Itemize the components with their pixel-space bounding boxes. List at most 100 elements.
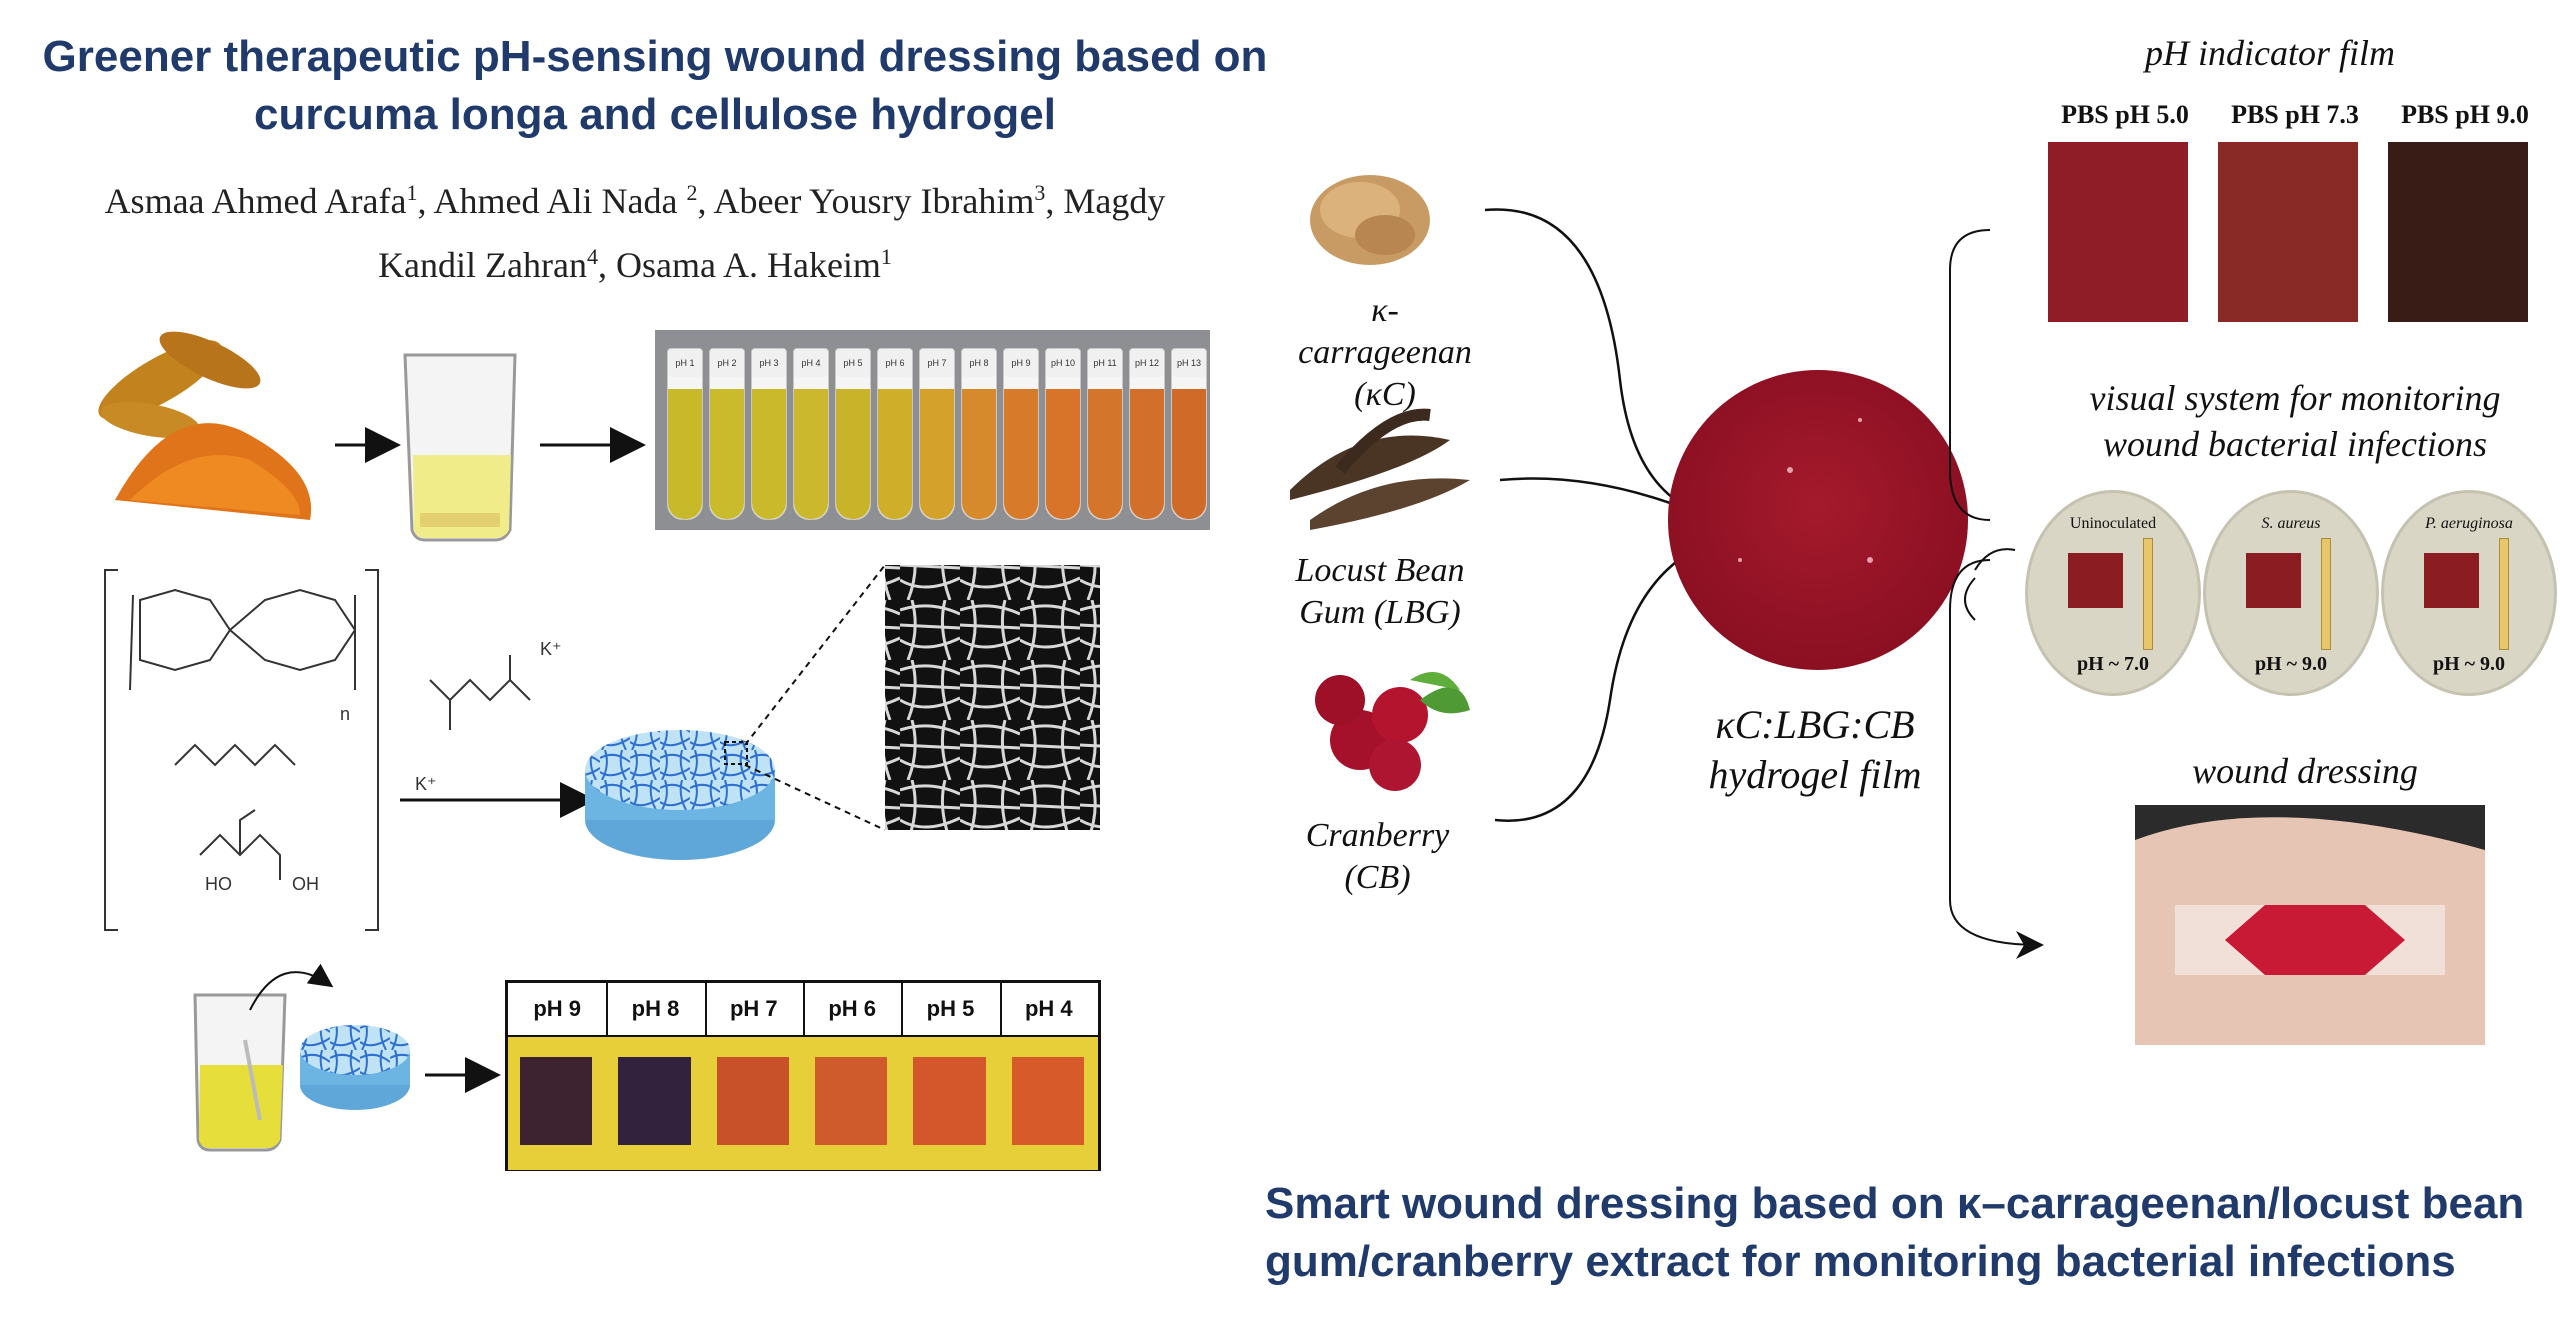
locust-bean-image [1290, 408, 1470, 530]
author-separator: , [597, 245, 616, 285]
test-tube-liquid [710, 389, 744, 519]
test-tube: pH 1 [667, 348, 703, 520]
test-tube-liquid [794, 389, 828, 519]
ph-strip-swatch [913, 1057, 986, 1145]
ph-strip-cell [508, 1035, 609, 1170]
ph-indicator-label: PBS pH 9.0 [2401, 100, 2529, 129]
test-tube: pH 3 [751, 348, 787, 520]
label-ho: HO [205, 874, 232, 894]
author-affiliation: 3 [1034, 180, 1046, 205]
petri-dish-indicator-strip [2321, 538, 2331, 650]
test-tube: pH 5 [835, 348, 871, 520]
petri-dish-label: P. aeruginosa [2425, 515, 2513, 532]
test-tube-label: pH 2 [710, 349, 744, 377]
ph-strip-cell [901, 1035, 1002, 1170]
ph-indicator-label: PBS pH 5.0 [2061, 100, 2189, 129]
turmeric-image [98, 331, 312, 520]
test-tube-label: pH 7 [920, 349, 954, 377]
petri-dish-row: Uninoculated pH ~ 7.0 S. aureus pH ~ 9.0 P. … [2025, 490, 2560, 700]
cranberry-label: Cranberry (CB) [1305, 817, 1450, 896]
test-tube-label: pH 5 [836, 349, 870, 377]
author-separator: , [417, 181, 434, 221]
ph-strip-label: pH 8 [606, 983, 707, 1035]
author-affiliation: 2 [686, 180, 698, 205]
test-tube-label: pH 12 [1130, 349, 1164, 377]
label-oh: OH [292, 874, 319, 894]
ph-strip-label: pH 5 [901, 983, 1002, 1035]
test-tube-liquid [752, 389, 786, 519]
petri-dish-ph: pH ~ 9.0 [2254, 653, 2328, 675]
ph-strip-label: pH 7 [705, 983, 805, 1035]
petri-dish-film [2068, 553, 2123, 608]
test-tube: pH 11 [1087, 348, 1123, 520]
test-tube-liquid [1088, 389, 1122, 519]
test-tube: pH 2 [709, 348, 745, 520]
author-separator: , [697, 181, 714, 221]
visual-system-title: visual system for monitoring wound bacte… [2089, 378, 2501, 464]
petri-dish-label: Uninoculated [2069, 515, 2157, 532]
beaker-curcumin-solution [403, 353, 517, 542]
left-diagram-graphics: n HO OH K⁺ K⁺ [98, 331, 1100, 1152]
petri-dish-label: S. aureus [2261, 515, 2321, 532]
author-affiliation: 1 [406, 180, 418, 205]
test-tube-label: pH 9 [1004, 349, 1038, 377]
ph-strip-swatch [815, 1057, 888, 1145]
ph-strip-cell [606, 1035, 707, 1170]
author-name: Magdy Kandil Zahran [378, 181, 1166, 285]
author-list: Asmaa Ahmed Arafa1, Ahmed Ali Nada 2, Ab… [60, 165, 1210, 293]
test-tube-label: pH 11 [1088, 349, 1122, 377]
test-tube-label: pH 10 [1046, 349, 1080, 377]
test-tube-label: pH 6 [878, 349, 912, 377]
author-name: Ahmed Ali Nada [433, 181, 687, 221]
cranberry-image [1315, 672, 1470, 791]
test-tube: pH 8 [961, 348, 997, 520]
right-diagram-graphics [1290, 175, 2485, 1045]
ph-strip-swatch [618, 1057, 691, 1145]
test-tube-liquid [1130, 389, 1164, 519]
test-tube: pH 13 [1171, 348, 1207, 520]
hydrogel-disc [585, 730, 775, 860]
test-tube-label: pH 3 [752, 349, 786, 377]
left-paper-title: Greener therapeutic pH-sensing wound dre… [42, 32, 1268, 139]
author-separator: , [1045, 181, 1064, 221]
test-tube-liquid [836, 389, 870, 519]
ph-indicator-swatch [2048, 142, 2188, 322]
test-tube-liquid [962, 389, 996, 519]
ph-indicator-swatch [2388, 142, 2528, 322]
petri-dish-ph: pH ~ 9.0 [2432, 653, 2506, 675]
beaker-with-hydrogel [193, 963, 410, 1152]
author-affiliation: 4 [586, 244, 598, 269]
subscript-n: n [340, 704, 350, 724]
ph-strip-label: pH 4 [1024, 996, 1073, 1021]
petri-dish: Uninoculated pH ~ 7.0 [2025, 490, 2201, 696]
test-tube-row: pH 1 pH 2 pH 3 pH 4 pH 5 pH 6 pH 7 pH 8 pH 9 pH 1… [655, 330, 1210, 530]
label-k-top: K⁺ [540, 639, 562, 659]
test-tube-label: pH 8 [962, 349, 996, 377]
monomer-structures [104, 569, 379, 931]
petri-dish-indicator-strip [2499, 538, 2509, 650]
author-name: Abeer Yousry Ibrahim [713, 181, 1035, 221]
test-tube: pH 4 [793, 348, 829, 520]
ph-strip-swatch [520, 1057, 593, 1145]
test-tube-liquid [1046, 389, 1080, 519]
carrageenan-label: κ-carrageenan (κC) [1298, 292, 1472, 413]
ph-strip-cell [704, 1035, 805, 1170]
test-tube-label: pH 4 [794, 349, 828, 377]
ph-strip-cell [999, 1035, 1098, 1170]
test-tube-liquid [668, 389, 702, 519]
author-name: Asmaa Ahmed Arafa [104, 181, 407, 221]
right-paper-title: Smart wound dressing based on κ–carragee… [1265, 1179, 2525, 1286]
petri-dish-indicator-strip [2143, 538, 2153, 650]
ph-indicator-title: pH indicator film [2145, 33, 2395, 73]
test-tube-label: pH 1 [668, 349, 702, 377]
test-tube-liquid [1172, 389, 1206, 519]
ph-indicator-swatch [2218, 142, 2358, 322]
test-tube: pH 9 [1003, 348, 1039, 520]
ph-strip-swatch [1011, 1057, 1084, 1145]
test-tube: pH 10 [1045, 348, 1081, 520]
petri-dish-ph: pH ~ 7.0 [2076, 653, 2150, 675]
sem-micrograph [885, 565, 1100, 830]
petri-dish-film [2246, 553, 2301, 608]
test-tube: pH 7 [919, 348, 955, 520]
